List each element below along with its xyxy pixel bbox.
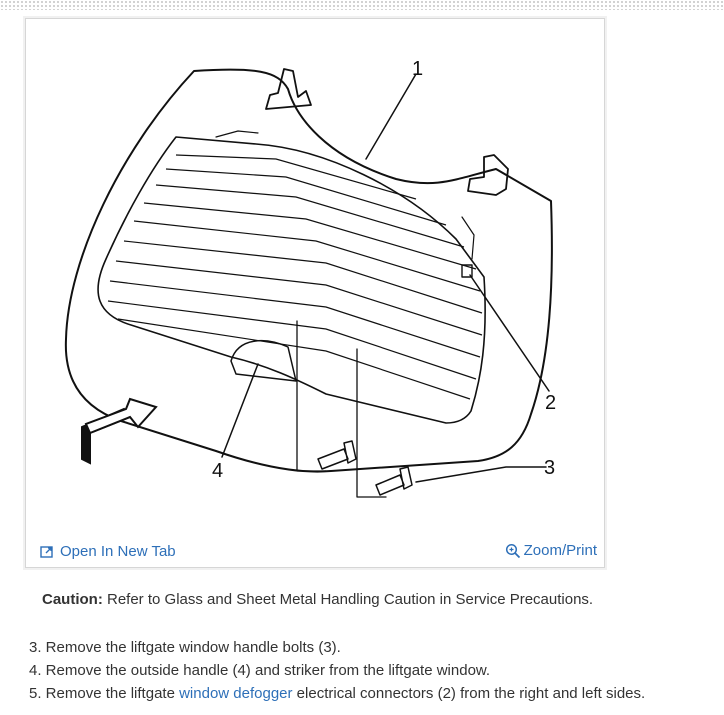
leader-1	[365, 73, 417, 160]
list-item: 5. Remove the liftgate window defogger e…	[29, 682, 645, 705]
procedure-steps: 3. Remove the liftgate window handle bol…	[29, 636, 645, 705]
open-in-new-tab-button[interactable]: Open In New Tab	[39, 543, 176, 560]
step-text: electrical connectors (2) from the right…	[292, 685, 646, 702]
direction-arrow	[81, 397, 158, 465]
zoom-print-button[interactable]: Zoom/Print	[505, 542, 597, 559]
leader-2	[469, 274, 550, 392]
window-defogger-link[interactable]: window defogger	[179, 685, 293, 702]
list-item: 3. Remove the liftgate window handle bol…	[29, 636, 645, 659]
list-item: 4. Remove the outside handle (4) and str…	[29, 659, 645, 682]
figure-frame: 1 2 3 4 Open In New Tab Zoom/Print	[25, 18, 605, 568]
step-number: 3.	[29, 639, 42, 656]
bolt-1	[317, 440, 357, 470]
hinge-right	[467, 154, 509, 196]
callout-1: 1	[412, 58, 423, 80]
connector-right	[461, 264, 473, 278]
caution-note: Caution: Refer to Glass and Sheet Metal …	[42, 591, 593, 608]
bolt-2	[375, 466, 413, 496]
step-number: 4.	[29, 662, 42, 679]
callout-3: 3	[544, 457, 555, 479]
leader-4	[221, 363, 259, 458]
step-text: Remove the liftgate	[41, 685, 180, 702]
caution-label: Caution:	[42, 591, 103, 608]
magnifier-icon	[505, 543, 520, 558]
leader-3	[415, 466, 547, 483]
open-in-new-tab-label: Open In New Tab	[60, 543, 176, 560]
callout-2: 2	[545, 392, 556, 414]
callout-4: 4	[212, 460, 223, 482]
liftgate-window-diagram: 1 2 3 4	[64, 58, 556, 498]
liftgate-panel-outline	[64, 68, 553, 473]
hidden-line-b	[356, 348, 387, 498]
defroster-grid	[107, 154, 483, 400]
hinge-left	[265, 68, 312, 110]
top-dotted-border	[0, 0, 724, 10]
glass-edge	[97, 136, 486, 424]
step-number: 5.	[29, 685, 42, 702]
step-text: Remove the liftgate window handle bolts …	[41, 639, 341, 656]
hidden-line-a	[296, 320, 327, 472]
external-link-icon	[40, 545, 53, 558]
zoom-print-label: Zoom/Print	[523, 542, 597, 559]
connector-wire-left	[215, 130, 259, 138]
caution-text: Refer to Glass and Sheet Metal Handling …	[102, 591, 594, 608]
connector-wire-right	[461, 216, 475, 260]
step-text: Remove the outside handle (4) and strike…	[41, 662, 491, 679]
handle-cutout	[230, 340, 297, 382]
figure-toolbar: Open In New Tab Zoom/Print	[26, 537, 604, 567]
